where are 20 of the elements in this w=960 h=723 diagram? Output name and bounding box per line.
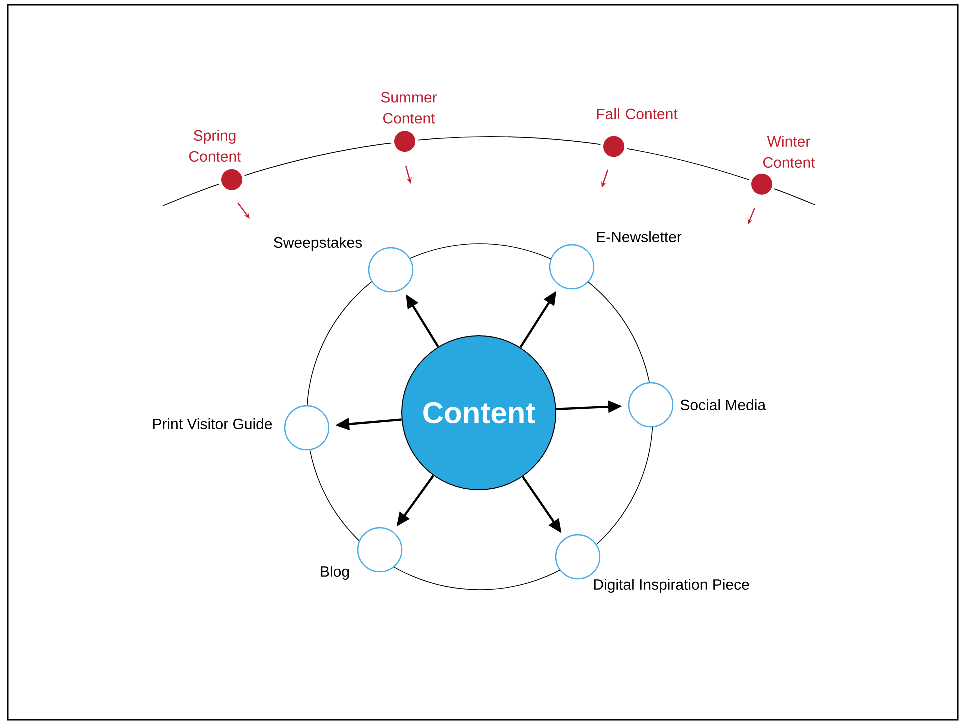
- channel-label: Sweepstakes: [274, 237, 362, 251]
- season-dot: [600, 133, 628, 160]
- channel-label: Social Media: [680, 400, 766, 410]
- season-dot: [392, 128, 418, 156]
- channel-circle: [555, 534, 601, 580]
- season-label: Fall Content: [597, 108, 678, 120]
- channel-circle: [284, 405, 330, 451]
- season-label: Summer Content: [381, 92, 438, 124]
- season-label: Spring Content: [190, 130, 242, 162]
- season-label: Winter Content: [764, 136, 816, 168]
- channel-label: E-Newsletter: [597, 232, 682, 242]
- channel-label: Print Visitor Guide: [153, 418, 272, 430]
- channel-circle: [357, 527, 403, 573]
- channel-circle: [549, 244, 595, 290]
- channel-circle: [628, 382, 674, 428]
- channel-label: Digital Inspiration Piece: [594, 579, 750, 593]
- channel-label: Blog: [321, 566, 350, 580]
- season-dot: [748, 170, 776, 198]
- channel-circle: [368, 247, 414, 293]
- season-dot: [218, 166, 246, 194]
